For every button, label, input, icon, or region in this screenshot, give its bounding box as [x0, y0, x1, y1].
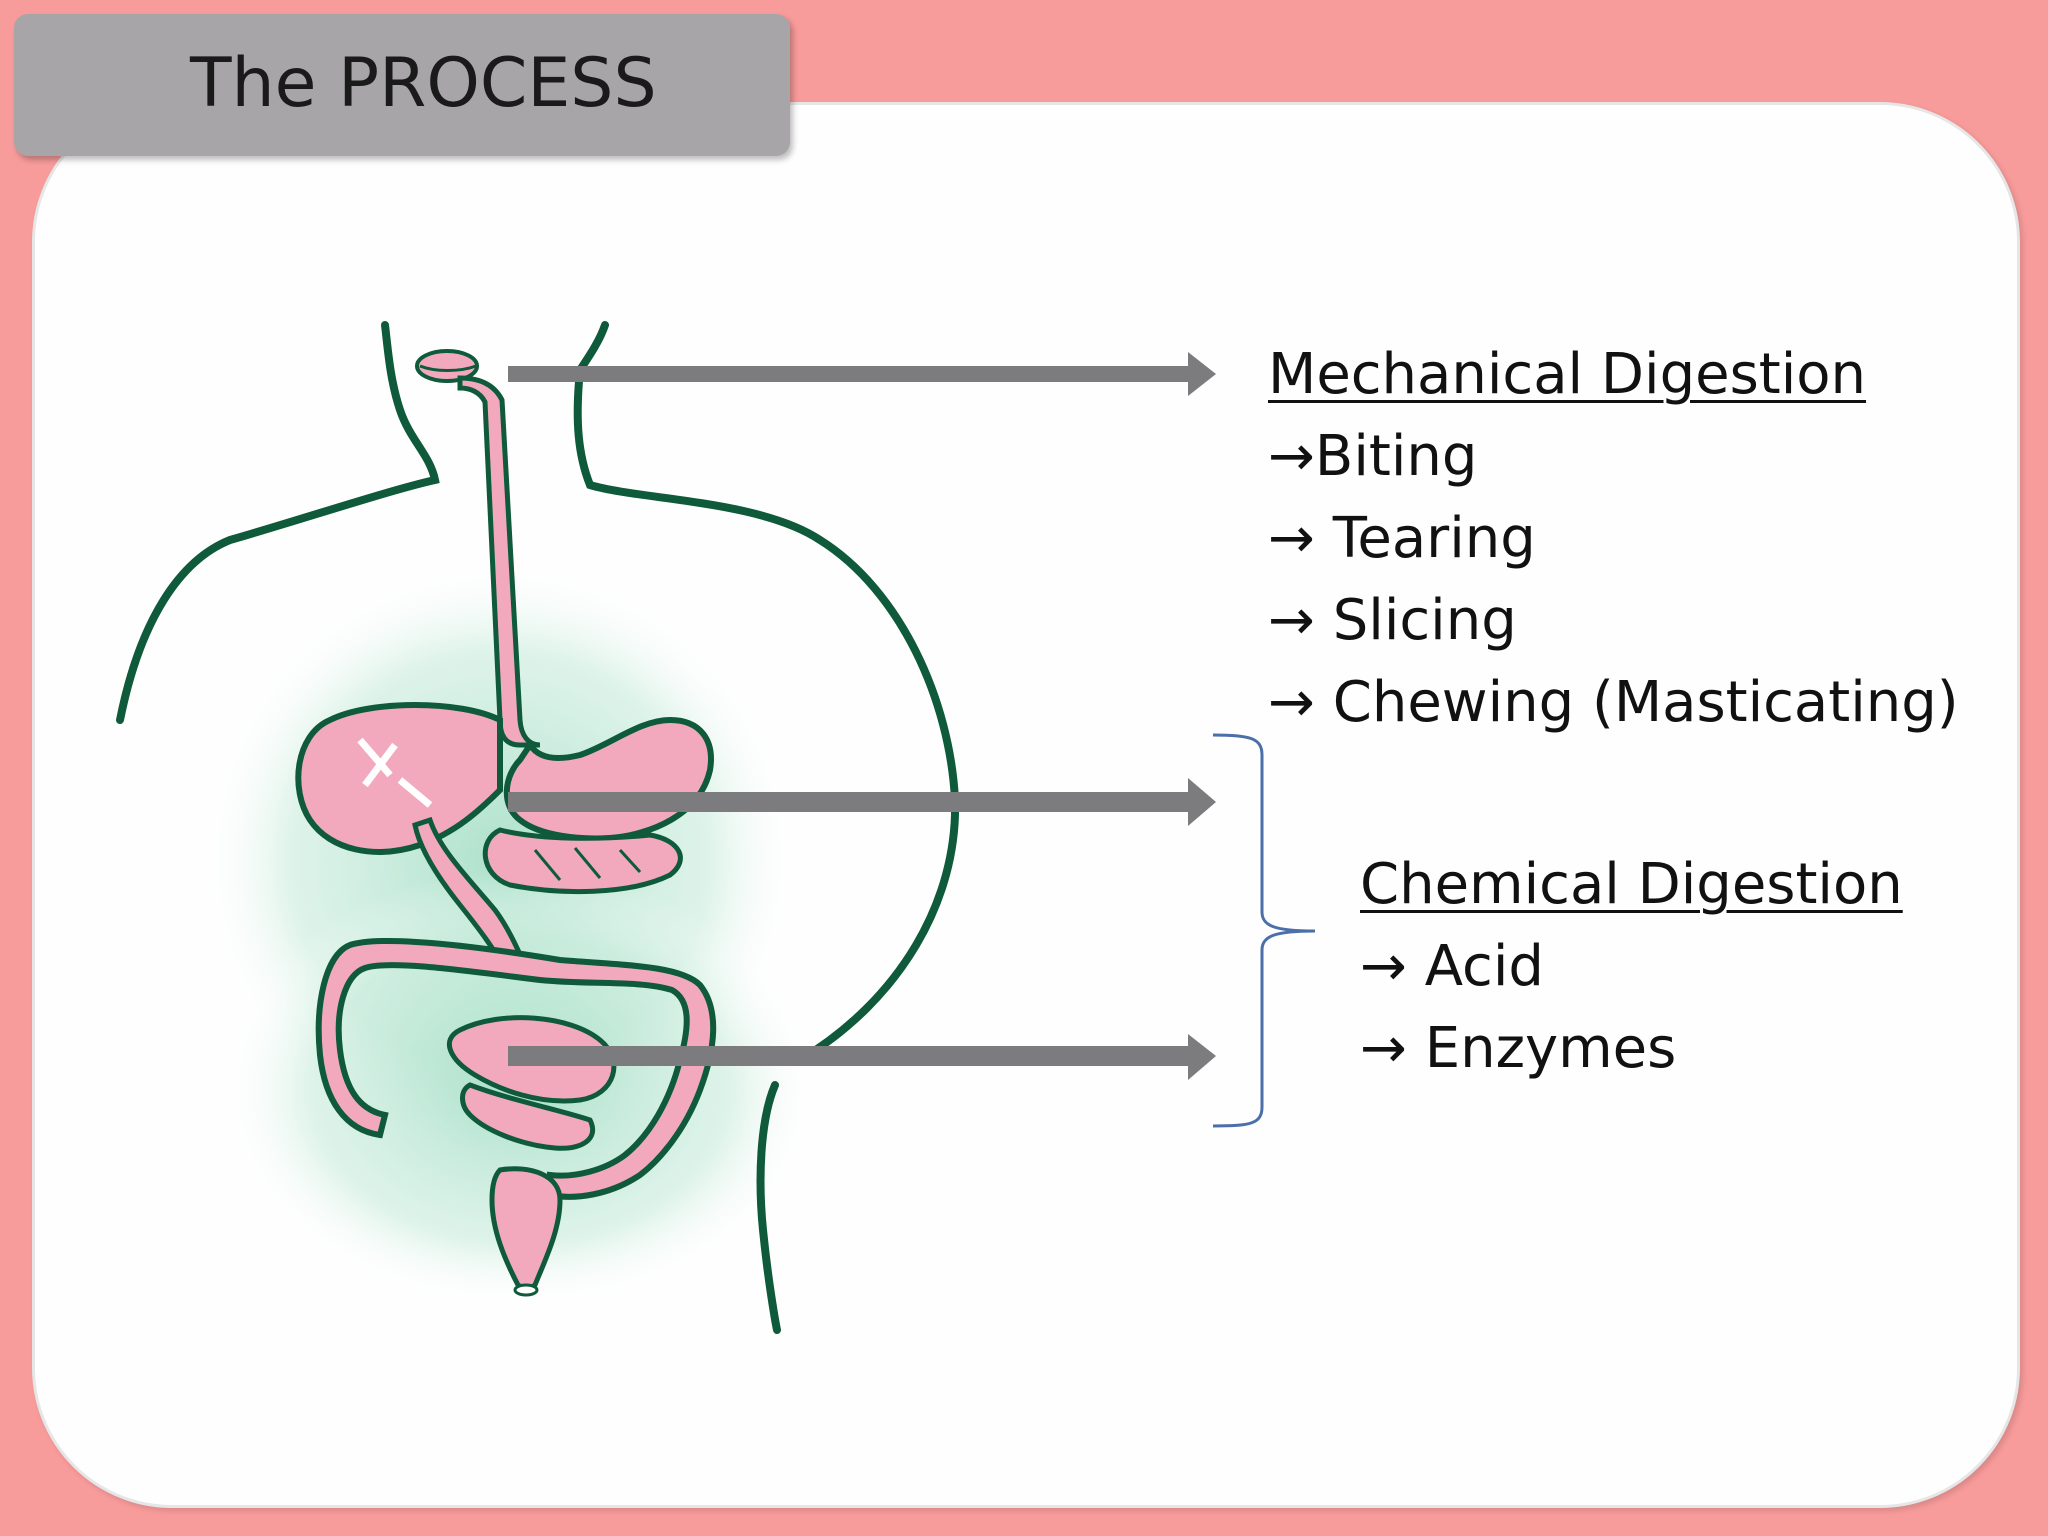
chemical-item: → Acid	[1360, 934, 1544, 999]
esophagus	[457, 375, 541, 748]
body-outline	[116, 321, 960, 1334]
mouth	[415, 349, 479, 383]
chemical-item: → Enzymes	[1360, 1016, 1677, 1081]
mechanical-item: →Biting	[1268, 424, 1478, 489]
rectum	[489, 1166, 563, 1293]
slide-title: The PROCESS	[190, 44, 657, 123]
chemical-brace	[1212, 733, 1316, 1128]
title-tab	[14, 14, 790, 156]
arrow-mouth	[508, 352, 1216, 396]
arrow-intestine	[508, 1034, 1216, 1080]
pancreas	[482, 827, 683, 895]
mechanical-item: → Tearing	[1268, 506, 1536, 571]
mechanical-item: → Chewing (Masticating)	[1268, 670, 1959, 735]
mechanical-heading: Mechanical Digestion	[1268, 342, 1867, 407]
chemical-heading: Chemical Digestion	[1360, 852, 1903, 917]
mechanical-item: → Slicing	[1268, 588, 1517, 653]
arrow-stomach	[508, 778, 1216, 826]
